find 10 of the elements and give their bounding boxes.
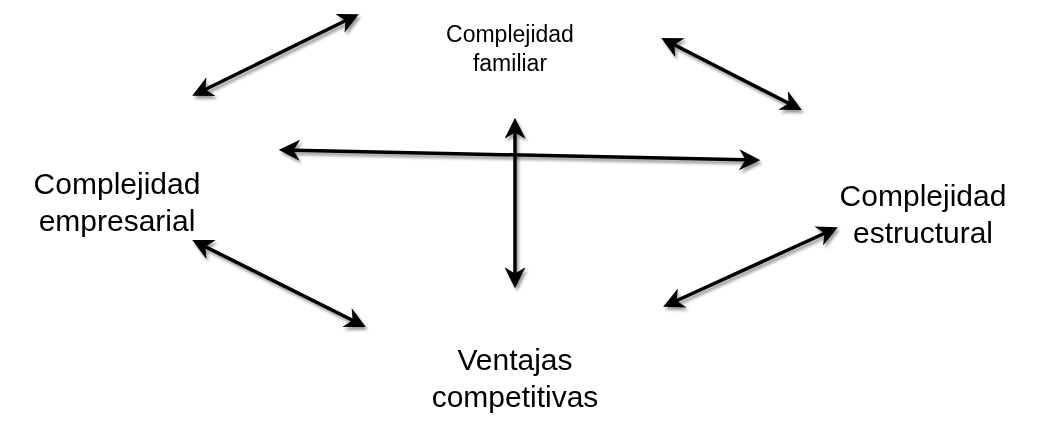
concept-label: Complejidad familiar bbox=[445, 20, 575, 78]
double-arrow bbox=[192, 13, 359, 97]
concept-label: Complejidad estructural bbox=[838, 177, 1008, 251]
double-arrow bbox=[192, 240, 366, 327]
concept-label: Ventajas competitivas bbox=[430, 341, 600, 415]
double-arrow bbox=[663, 226, 838, 308]
double-arrow bbox=[278, 139, 761, 171]
double-arrow bbox=[504, 117, 526, 289]
concept-label: Complejidad empresarial bbox=[32, 165, 202, 239]
double-arrow bbox=[661, 38, 802, 110]
